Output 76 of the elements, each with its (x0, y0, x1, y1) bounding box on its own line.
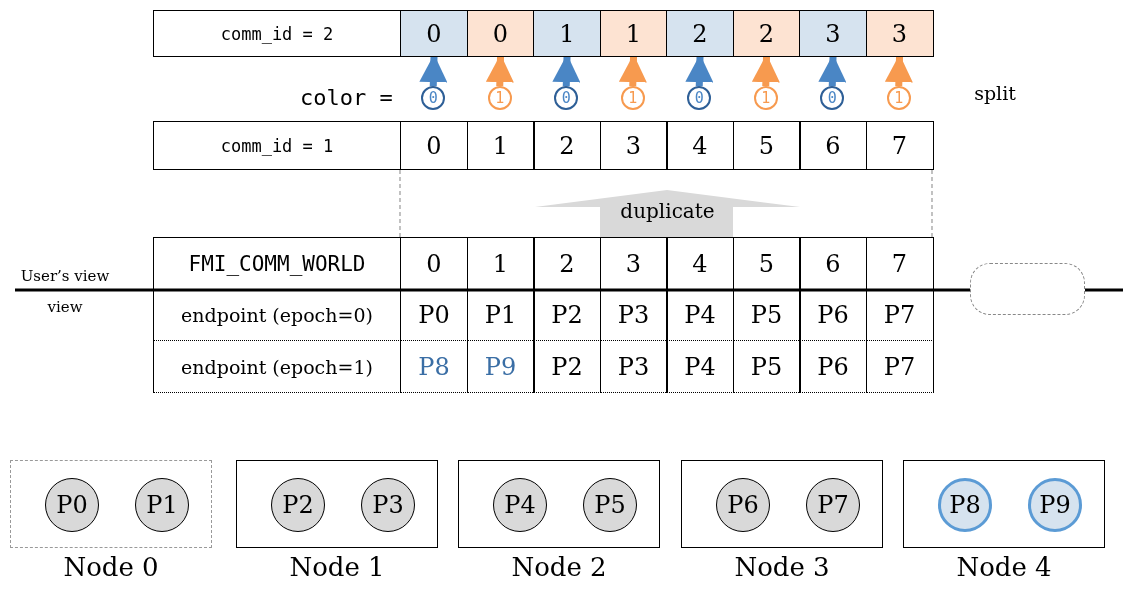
table-cell: 4 (666, 237, 734, 290)
row-header: FMI_COMM_WORLD (153, 237, 401, 290)
node-box (236, 460, 438, 548)
process-circle: P7 (806, 478, 860, 532)
table-cell: P5 (732, 341, 801, 393)
table-cell: 3 (865, 10, 934, 57)
color-badge: 1 (753, 86, 778, 110)
table-cell: 0 (400, 10, 468, 57)
process-circle: P1 (135, 478, 189, 532)
row-header: endpoint (epoch=1) (153, 341, 401, 393)
view-label: User’s view (19, 266, 111, 286)
table-cell: 0 (466, 10, 535, 57)
table-cell: 6 (799, 237, 867, 290)
node-box (458, 460, 660, 548)
table-cell: P2 (533, 290, 601, 341)
node-caption: Node 3 (733, 552, 831, 582)
table-cell: 3 (599, 237, 668, 290)
process-circle: P5 (583, 478, 637, 532)
table-cell: P7 (865, 341, 934, 393)
process-circle: P9 (1028, 478, 1082, 532)
table-cell: 1 (466, 237, 535, 290)
rounded-box (970, 263, 1085, 315)
table-cell: 7 (865, 121, 934, 170)
color-badge: 0 (687, 86, 712, 110)
color-badge: 0 (421, 86, 446, 110)
node-box (903, 460, 1105, 548)
color-badge: 0 (820, 86, 845, 110)
side-label: split (973, 81, 1017, 106)
process-circle: P6 (716, 478, 770, 532)
process-circle: P4 (493, 478, 547, 532)
table-cell: 1 (599, 10, 668, 57)
node-caption: Node 1 (288, 552, 386, 582)
color-badge: 1 (886, 86, 911, 110)
table-cell: 4 (666, 121, 734, 170)
view-label: view (46, 297, 84, 317)
table-cell: 2 (732, 10, 801, 57)
process-circle: P3 (361, 478, 415, 532)
node-caption: Node 4 (955, 552, 1053, 582)
process-circle: P8 (938, 478, 992, 532)
table-cell: P7 (865, 290, 934, 341)
table-cell: 2 (533, 237, 601, 290)
row-header: endpoint (epoch=0) (153, 290, 401, 341)
row-label: color = (300, 83, 394, 112)
node-box (681, 460, 883, 548)
arrow-label: duplicate (620, 198, 715, 223)
table-cell: P6 (799, 341, 867, 393)
table-cell: P3 (599, 341, 668, 393)
table-cell: 3 (599, 121, 668, 170)
table-cell: P6 (799, 290, 867, 341)
table-cell: P3 (599, 290, 668, 341)
node-caption: Node 2 (510, 552, 608, 582)
table-cell: P9 (466, 341, 535, 393)
table-cell: 1 (466, 121, 535, 170)
table-cell: P4 (666, 341, 734, 393)
color-badge: 0 (554, 86, 579, 110)
table-cell: P1 (466, 290, 535, 341)
table-cell: 5 (732, 237, 801, 290)
table-cell: 7 (865, 237, 934, 290)
table-cell: 3 (799, 10, 867, 57)
table-cell: P5 (732, 290, 801, 341)
color-badge: 1 (620, 86, 645, 110)
table-cell: 5 (732, 121, 801, 170)
table-cell: 2 (533, 121, 601, 170)
table-cell: 0 (400, 121, 468, 170)
color-badge: 1 (487, 86, 512, 110)
table-cell: 2 (666, 10, 734, 57)
table-cell: P4 (666, 290, 734, 341)
table-cell: 6 (799, 121, 867, 170)
table-cell: P2 (533, 341, 601, 393)
node-caption: Node 0 (62, 552, 160, 582)
node-box (10, 460, 212, 548)
process-circle: P2 (271, 478, 325, 532)
row-header: comm_id = 1 (153, 121, 401, 170)
row-header: comm_id = 2 (153, 10, 401, 57)
process-circle: P0 (45, 478, 99, 532)
table-cell: 1 (533, 10, 601, 57)
